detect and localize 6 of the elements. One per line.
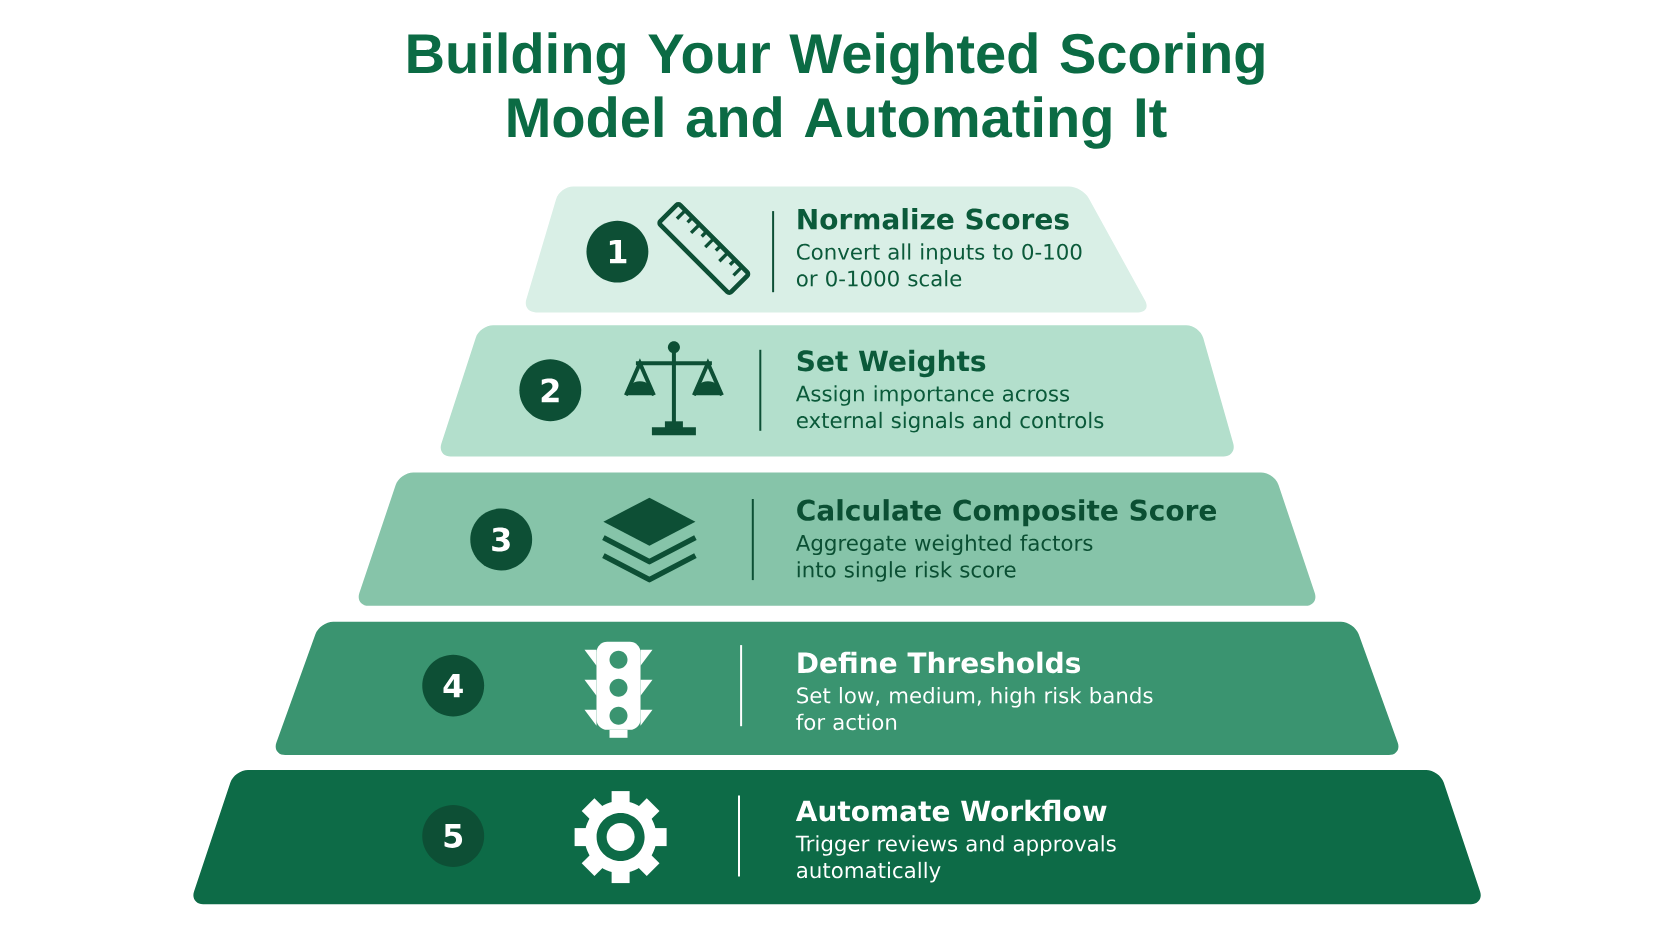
number-badge: 4 (422, 654, 485, 717)
number-badge: 1 (586, 220, 649, 283)
title: Building Your Weighted Scoring Model and Automating It (408, 32, 1264, 149)
number-badge: 2 (519, 359, 582, 422)
number-badge: 3 (470, 508, 533, 571)
number-badge: 5 (422, 805, 485, 867)
